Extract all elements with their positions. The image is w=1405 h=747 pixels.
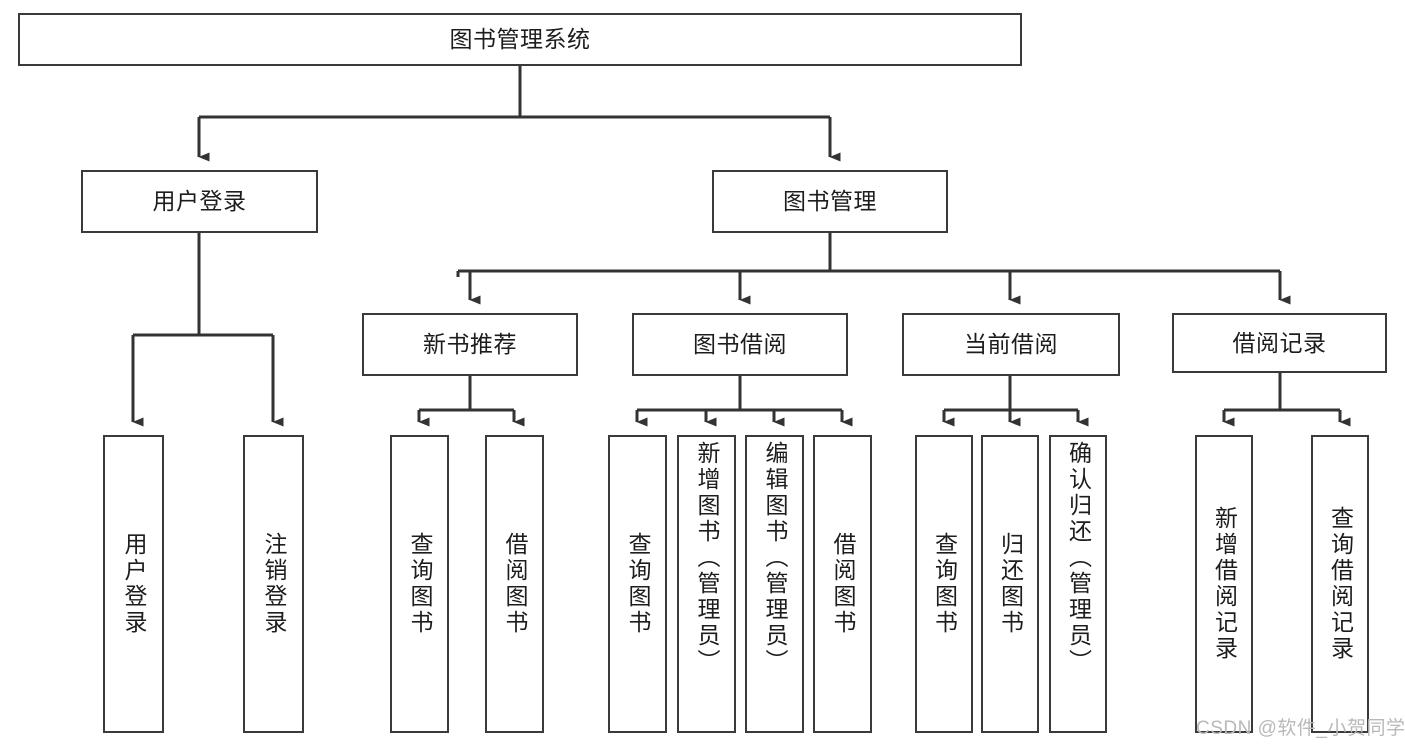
node-user-login-label: 用户登录 xyxy=(152,188,247,215)
leaf-query-book-current-label: 查询图书 xyxy=(931,532,958,636)
leaf-edit-book-admin[interactable]: 编辑图书（管理员） xyxy=(745,435,804,733)
leaf-query-book-current[interactable]: 查询图书 xyxy=(915,435,973,733)
node-current-borrow[interactable]: 当前借阅 xyxy=(902,313,1120,376)
node-root-label: 图书管理系统 xyxy=(449,26,591,53)
leaf-add-book-admin[interactable]: 新增图书（管理员） xyxy=(677,435,736,733)
leaf-query-borrow-record[interactable]: 查询借阅记录 xyxy=(1311,435,1369,733)
leaf-borrow-book-label: 借阅图书 xyxy=(830,532,856,636)
node-book-borrow-label: 图书借阅 xyxy=(693,331,787,358)
leaf-query-book-borrow[interactable]: 查询图书 xyxy=(608,435,667,733)
leaf-query-borrow-record-label: 查询借阅记录 xyxy=(1327,506,1354,662)
node-book-management[interactable]: 图书管理 xyxy=(712,170,948,233)
node-user-login[interactable]: 用户登录 xyxy=(81,170,318,233)
leaf-query-book-new-label: 查询图书 xyxy=(407,532,433,636)
node-borrow-records[interactable]: 借阅记录 xyxy=(1172,313,1387,373)
leaf-add-book-admin-label: 新增图书（管理员） xyxy=(694,441,720,675)
node-current-borrow-label: 当前借阅 xyxy=(964,331,1058,358)
node-new-book-recommend[interactable]: 新书推荐 xyxy=(362,313,578,376)
leaf-add-borrow-record-label: 新增借阅记录 xyxy=(1211,506,1238,662)
node-new-book-recommend-label: 新书推荐 xyxy=(423,331,517,358)
node-book-borrow[interactable]: 图书借阅 xyxy=(632,313,848,376)
leaf-user-login[interactable]: 用户登录 xyxy=(103,435,164,733)
node-book-management-label: 图书管理 xyxy=(783,188,877,215)
leaf-return-book[interactable]: 归还图书 xyxy=(981,435,1039,733)
leaf-return-book-label: 归还图书 xyxy=(997,532,1024,636)
node-borrow-records-label: 借阅记录 xyxy=(1232,329,1327,356)
leaf-confirm-return-admin-label: 确认归还（管理员） xyxy=(1065,441,1092,675)
leaf-borrow-book-new-label: 借阅图书 xyxy=(502,532,528,636)
leaf-borrow-book-new[interactable]: 借阅图书 xyxy=(485,435,544,733)
leaf-logout[interactable]: 注销登录 xyxy=(243,435,304,733)
leaf-confirm-return-admin[interactable]: 确认归还（管理员） xyxy=(1049,435,1107,733)
node-root[interactable]: 图书管理系统 xyxy=(18,13,1022,66)
leaf-logout-label: 注销登录 xyxy=(261,532,287,636)
leaf-borrow-book[interactable]: 借阅图书 xyxy=(813,435,872,733)
watermark-text: CSDN @软件_小贺同学 xyxy=(1196,718,1405,739)
leaf-edit-book-admin-label: 编辑图书（管理员） xyxy=(762,441,788,675)
leaf-add-borrow-record[interactable]: 新增借阅记录 xyxy=(1195,435,1253,733)
leaf-query-book-borrow-label: 查询图书 xyxy=(625,532,651,636)
leaf-user-login-label: 用户登录 xyxy=(121,532,147,636)
leaf-query-book-new[interactable]: 查询图书 xyxy=(390,435,449,733)
